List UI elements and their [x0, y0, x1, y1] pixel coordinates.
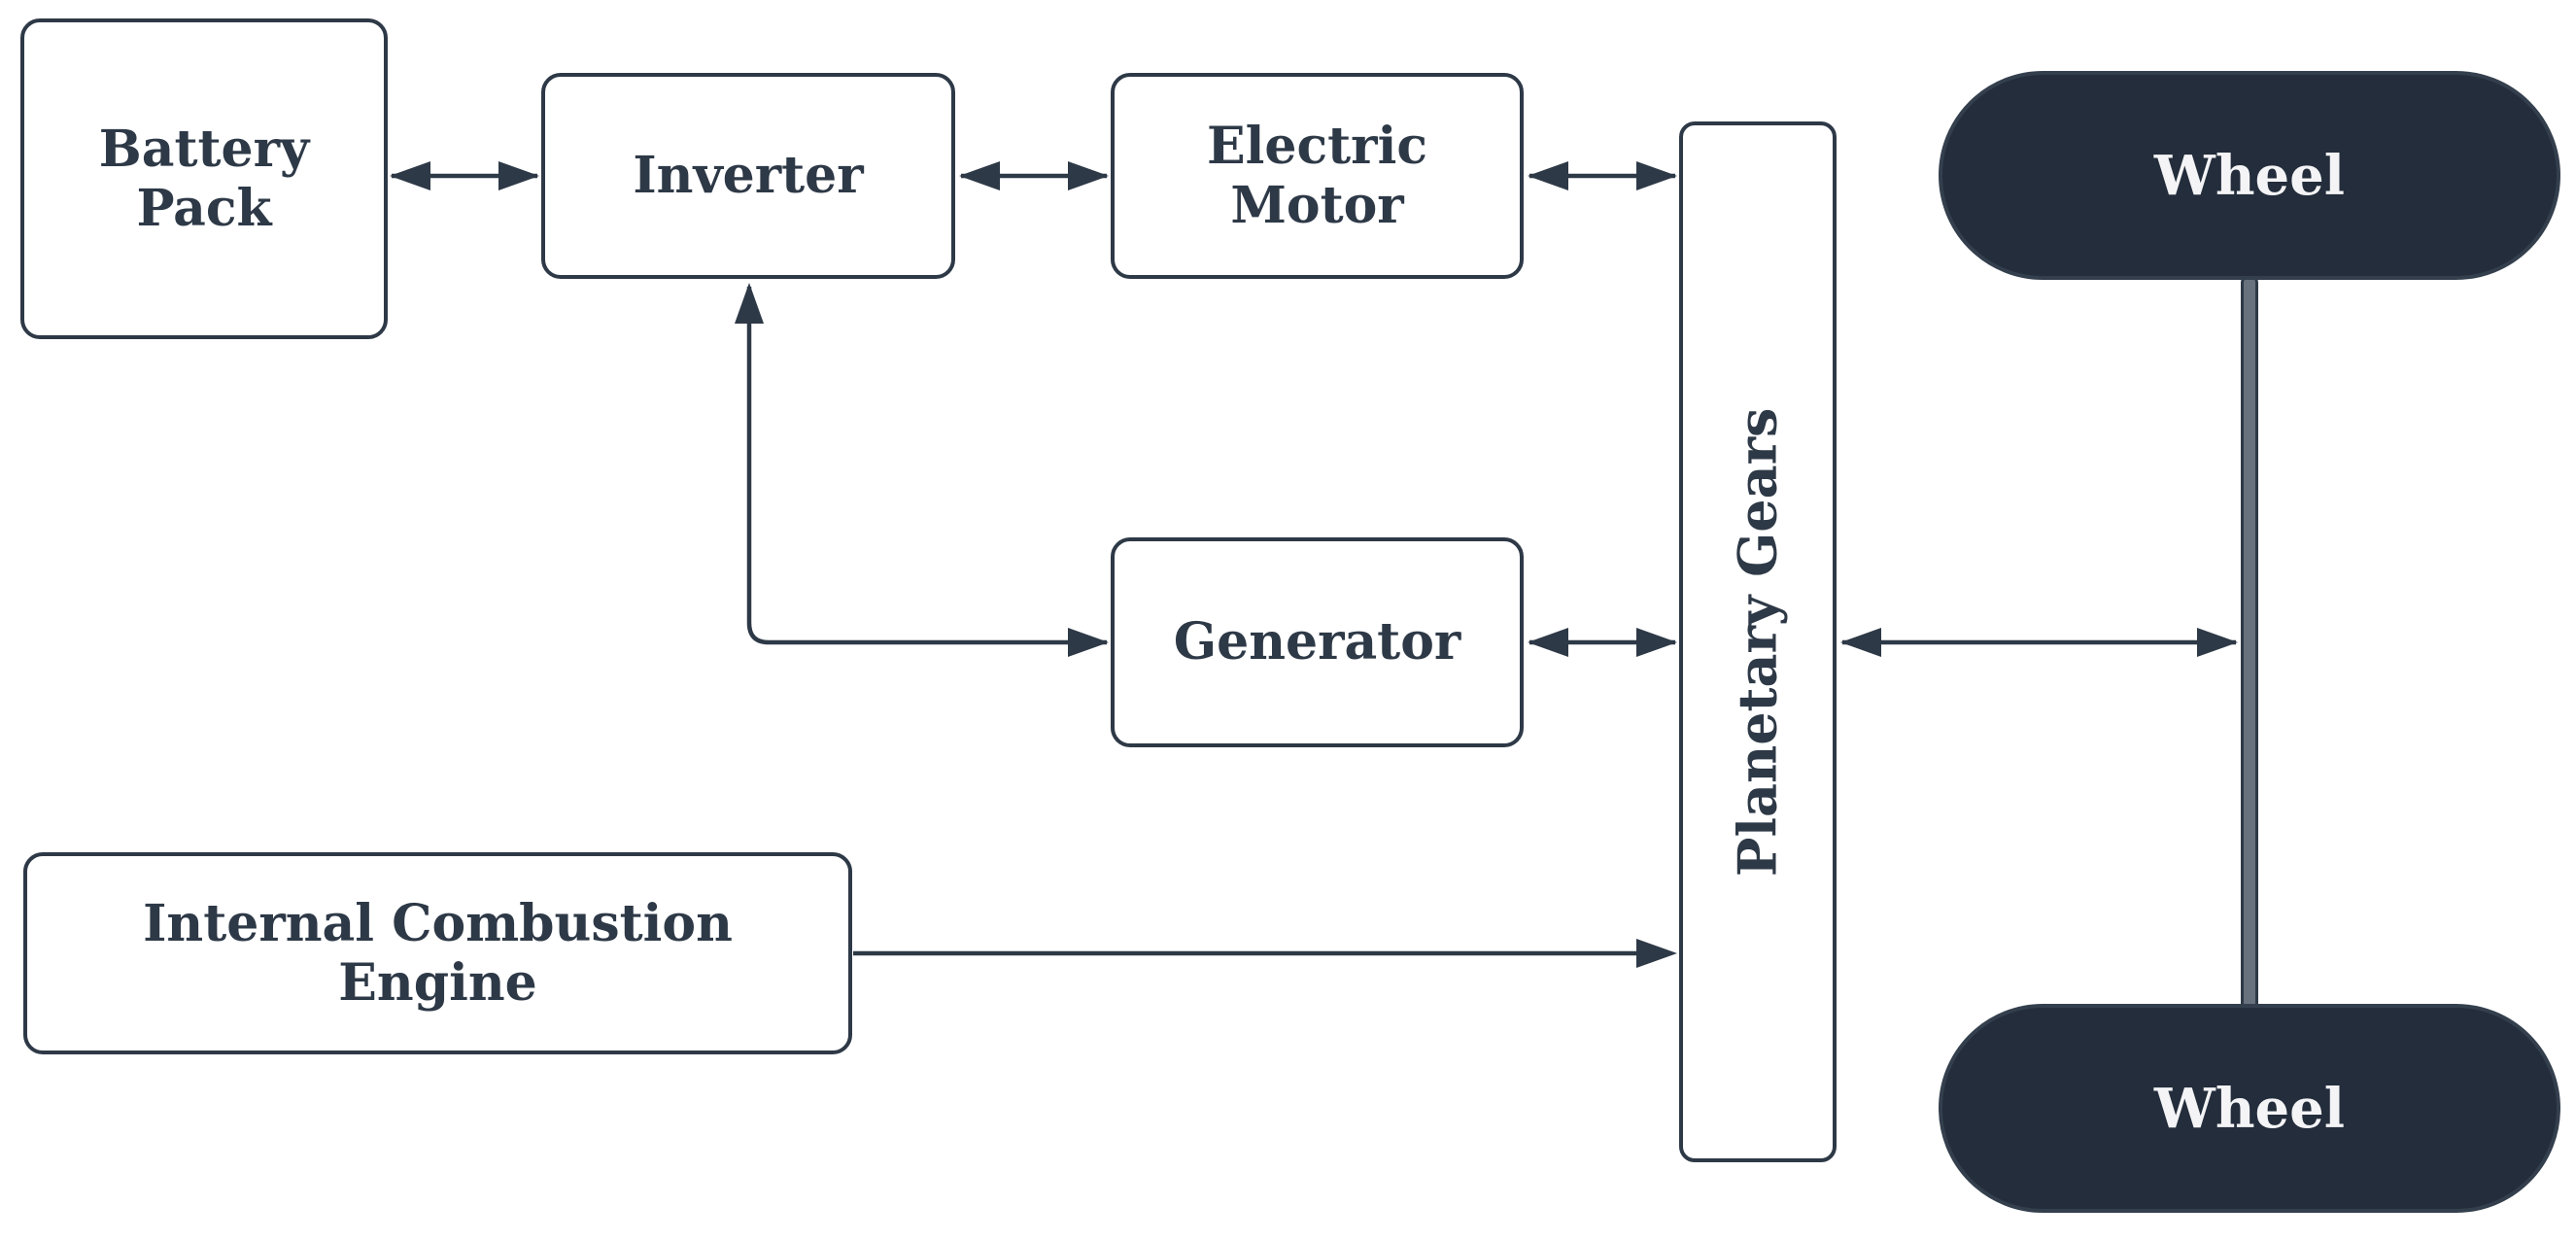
node-battery-pack: Battery Pack [20, 18, 388, 339]
edge-ice-planetary [853, 939, 1677, 968]
node-generator: Generator [1111, 537, 1524, 747]
edge-inverter-generator [735, 283, 1109, 657]
edge-inverter-motor [959, 161, 1109, 190]
arrowhead-up-icon [735, 283, 764, 324]
edge-planetary-axle [1840, 628, 2238, 657]
node-planetary-gears: Planetary Gears [1679, 121, 1837, 1162]
node-inverter-label: Inverter [633, 146, 864, 206]
node-wheel-bottom-label: Wheel [2153, 1076, 2346, 1141]
arrowhead-right-icon [1636, 628, 1677, 657]
node-internal-combustion-engine-label: Internal Combustion Engine [143, 893, 733, 1013]
arrowhead-left-icon [1528, 161, 1568, 190]
arrowhead-left-icon [1528, 628, 1568, 657]
node-inverter: Inverter [541, 73, 955, 279]
node-internal-combustion-engine: Internal Combustion Engine [23, 852, 852, 1054]
edge-battery-inverter [390, 161, 539, 190]
node-wheel-top: Wheel [1939, 71, 2560, 280]
arrowhead-left-icon [959, 161, 1000, 190]
node-planetary-gears-label: Planetary Gears [1726, 407, 1789, 877]
node-electric-motor: Electric Motor [1111, 73, 1524, 279]
node-electric-motor-label: Electric Motor [1207, 116, 1427, 235]
arrowhead-right-icon [2197, 628, 2238, 657]
arrowhead-right-icon [1068, 161, 1109, 190]
node-battery-pack-label: Battery Pack [98, 119, 310, 238]
arrowhead-right-icon [498, 161, 539, 190]
edge-generator-planetary [1528, 628, 1677, 657]
arrowhead-right-icon [1636, 161, 1677, 190]
arrowhead-left-icon [1840, 628, 1881, 657]
node-wheel-bottom: Wheel [1939, 1004, 2560, 1213]
arrowhead-right-icon [1068, 628, 1109, 657]
edge-motor-planetary [1528, 161, 1677, 190]
arrowhead-right-icon [1636, 939, 1677, 968]
arrowhead-left-icon [390, 161, 430, 190]
node-wheel-top-label: Wheel [2153, 143, 2346, 208]
node-generator-label: Generator [1173, 612, 1461, 672]
